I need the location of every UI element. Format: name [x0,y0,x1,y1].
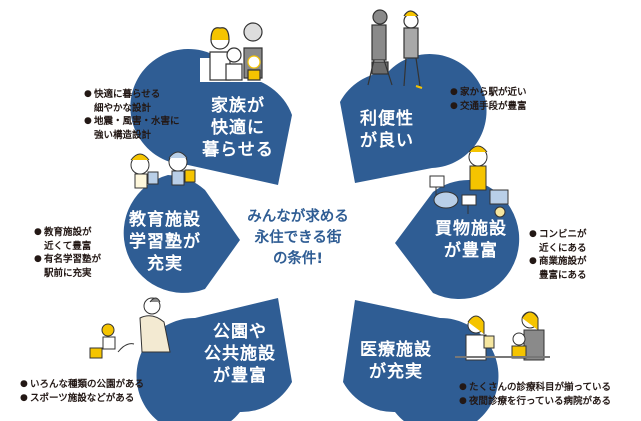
drop-label-education: 教育施設 学習塾が 充実 [129,210,201,274]
bullets-convenience: ●家から駅が近い ●交通手段が豊富 [450,87,527,112]
drop-family [130,49,292,185]
park-play-illustration [89,297,171,359]
doctor-visit-illustration [455,311,550,361]
drop-shopping [395,179,520,300]
bullets-education: ●教育施設が 近くて豊富 ●有名学習塾が 駅前に充実 [34,227,102,279]
drop-label-convenience: 利便性 が良い [360,109,414,151]
commuters-illustration [367,9,423,89]
drop-convenience [340,54,487,183]
schoolchildren-illustration [130,151,196,189]
drop-label-parks: 公園や 公共施設 が豊富 [204,322,276,386]
bullets-shopping: ●コンビニが 近くにある ●商業施設が 豊富にある [529,229,587,281]
drop-label-medical: 医療施設 が充実 [360,340,432,382]
bullets-family: ●快適に暮らせる 細やかな設計 ●地震・風害・水害に 強い構造設計 [84,89,180,141]
bullets-medical: ●たくさんの診療科目が揃っている ●夜間診療を行っている病院がある [459,382,612,407]
drop-parks [136,298,292,421]
family-illustration [200,22,276,82]
shopper-illustration [429,145,509,218]
drop-medical [343,300,499,421]
center-title: みんなが求める 永住できる街 の条件! [247,209,349,267]
drop-education [123,175,240,293]
drop-label-family: 家族が 快適に 暮らせる [202,96,274,160]
bullets-parks: ●いろんな種類の公園がある ●スポーツ施設などがある [20,379,145,404]
drop-label-shopping: 買物施設 が豊富 [435,219,507,261]
